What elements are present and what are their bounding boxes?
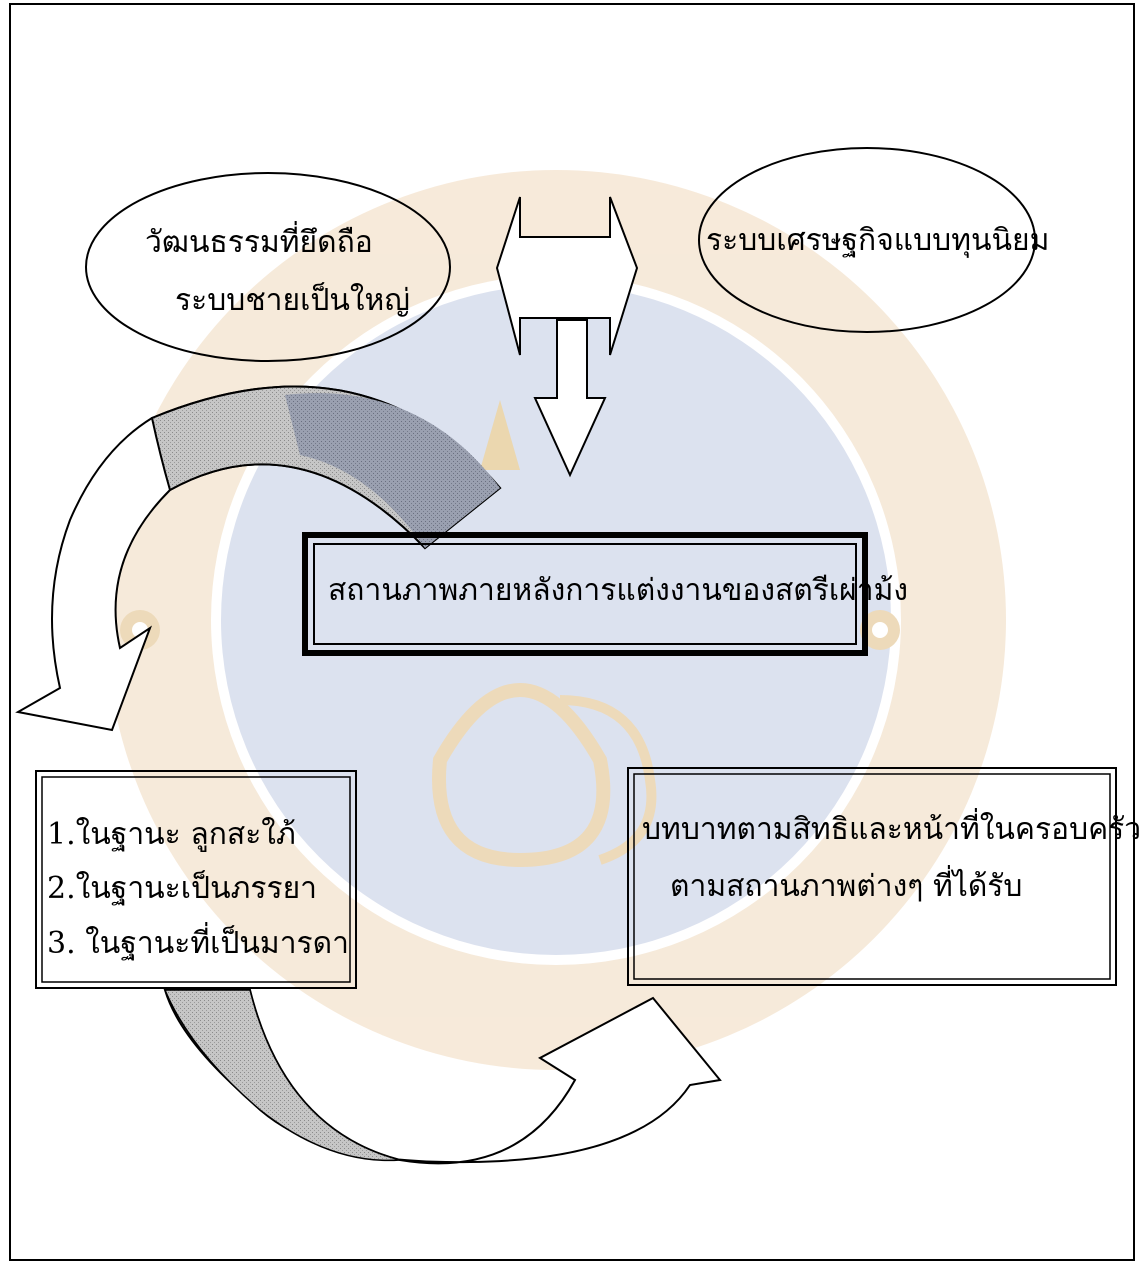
status-item-3: 3. ในฐานะที่เป็นมารดา — [47, 926, 349, 961]
economy-oval — [698, 147, 1036, 333]
role-box-frame — [627, 767, 1117, 986]
center-box-frame — [302, 532, 868, 656]
page-frame — [9, 3, 1135, 1261]
status-item-1: 1.ในฐานะ ลูกสะใภ้ — [47, 817, 296, 852]
role-box-line1: บทบาทตามสิทธิและหน้าที่ในครอบครัว — [642, 812, 1142, 847]
down-arrow — [533, 319, 607, 478]
culture-oval-line1: วัฒนธรรมที่ยึดถือ — [145, 225, 373, 260]
curved-arrow-left-shade-dark — [285, 393, 500, 548]
center-box-text: สถานภาพภายหลังการแต่งงานของสตรีเผ่าม้ง — [328, 573, 909, 608]
double-arrow — [495, 196, 639, 356]
status-item-2: 2.ในฐานะเป็นภรรยา — [47, 871, 318, 906]
economy-oval-text: ระบบเศรษฐกิจแบบทุนนิยม — [706, 223, 1050, 258]
status-box-frame — [35, 770, 357, 989]
status-box-inner — [41, 776, 351, 983]
role-box-inner — [633, 773, 1111, 980]
culture-oval — [85, 172, 451, 362]
curved-arrow-bottom-shade — [163, 989, 401, 1162]
culture-oval-line2: ระบบชายเป็นใหญ่ — [175, 283, 410, 318]
center-box-inner — [313, 543, 857, 645]
role-box-line2: ตามสถานภาพต่างๆ ที่ได้รับ — [670, 869, 1023, 904]
